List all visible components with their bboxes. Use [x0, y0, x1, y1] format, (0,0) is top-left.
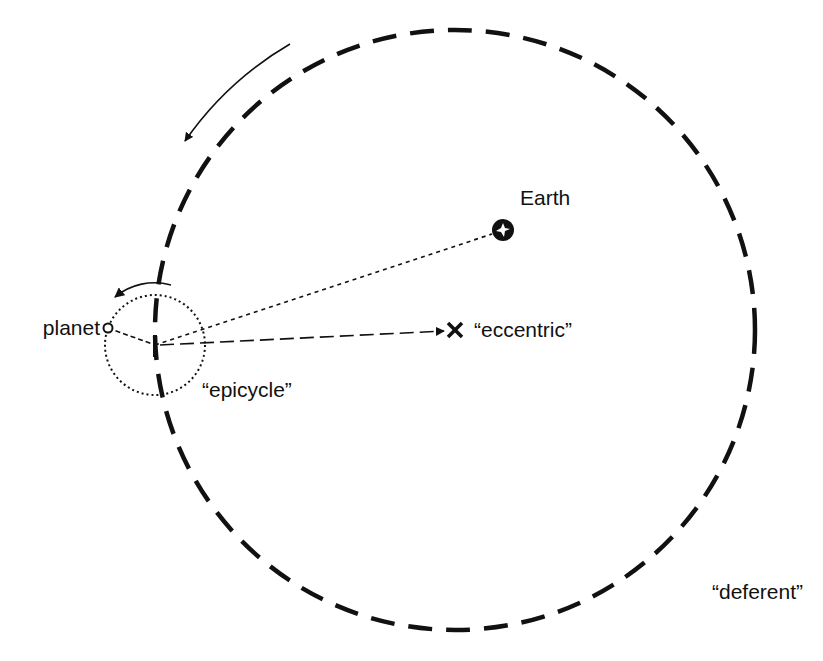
planet-label: planet: [43, 316, 100, 339]
eccentric-line: [160, 331, 444, 345]
earth-star: [496, 223, 510, 237]
planet-dot: [104, 324, 113, 333]
epicycle-direction-arrow: [115, 283, 171, 297]
epicycle-label: “epicycle”: [202, 378, 292, 401]
eccentric-label: “eccentric”: [474, 318, 572, 341]
deferent-direction-arrow: [185, 44, 290, 141]
deferent-circle: [155, 30, 755, 630]
epicycle-center-mark: [153, 335, 157, 357]
deferent-label: “deferent”: [712, 580, 803, 603]
planet-radius-line: [108, 328, 155, 345]
eccentric-mark: [448, 323, 462, 337]
earth-label: Earth: [520, 186, 570, 209]
earth-sight-line: [155, 234, 492, 345]
earth-symbol: [492, 219, 514, 241]
